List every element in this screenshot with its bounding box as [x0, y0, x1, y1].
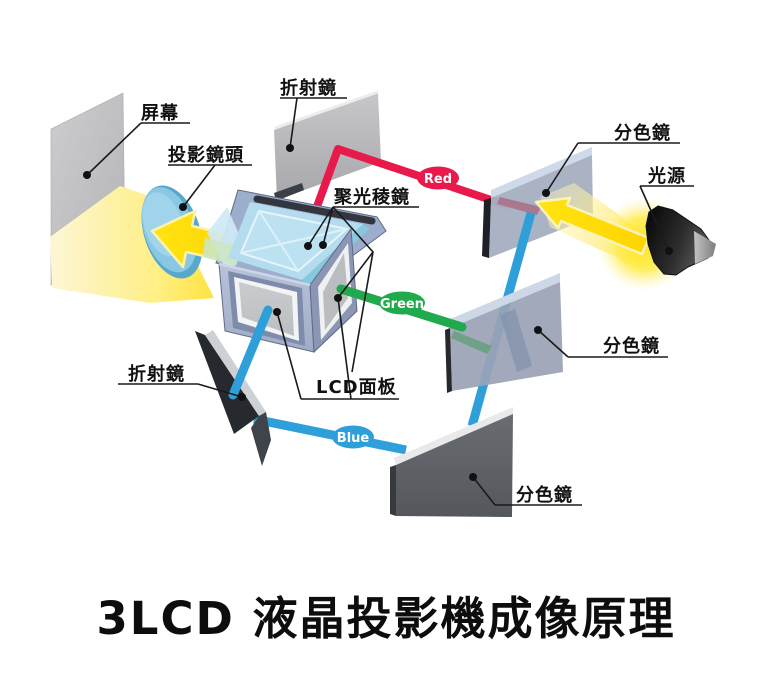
green-reflection-streak — [451, 331, 492, 354]
refraction-mirror-top — [274, 90, 381, 201]
label-lcd-panel: LCD面板 — [316, 376, 397, 398]
blue-through-streak — [500, 309, 532, 372]
prism-diagonal-2 — [240, 228, 348, 254]
cube-back-dark-strip — [253, 195, 376, 225]
green-pill-label: Green — [380, 297, 424, 312]
red-pill-label: Red — [424, 172, 452, 187]
source-arrow — [534, 196, 651, 256]
light-source-tip — [694, 231, 716, 264]
light-source-cone — [645, 205, 716, 276]
blue-beam-2 — [253, 414, 407, 455]
prism-diagonal-1 — [258, 210, 299, 272]
label-projection-lens: 投影鏡頭 — [168, 144, 244, 166]
diagram-title: 3LCD 液晶投影機成像原理 — [96, 592, 675, 645]
red-beam — [311, 145, 511, 214]
cube-front-rim — [218, 262, 311, 287]
green-pill: Green — [379, 291, 425, 315]
blue-beam-3 — [228, 305, 273, 400]
lcd-right-panel — [323, 253, 348, 330]
dichroic-mirror-middle — [445, 273, 563, 393]
label-dichroic-bottom: 分色鏡 — [516, 484, 573, 506]
blue-pill: Blue — [332, 425, 374, 449]
label-light-source: 光源 — [647, 165, 686, 187]
dichroic-mirror-bottom — [390, 407, 513, 517]
blue-pill-label: Blue — [337, 431, 370, 446]
label-dichroic-middle: 分色鏡 — [603, 335, 660, 357]
red-pill: Red — [417, 166, 459, 190]
label-screen: 屏幕 — [141, 103, 179, 124]
leader-lines — [83, 97, 694, 506]
label-refraction-mirror-top: 折射鏡 — [280, 77, 337, 99]
label-condenser-prism: 聚光稜鏡 — [333, 186, 410, 208]
red-reflection-streak — [497, 197, 541, 215]
label-dichroic-top: 分色鏡 — [614, 122, 671, 144]
label-refraction-mirror-bottom: 折射鏡 — [128, 363, 185, 385]
refraction-mirror-bottom — [195, 330, 271, 466]
